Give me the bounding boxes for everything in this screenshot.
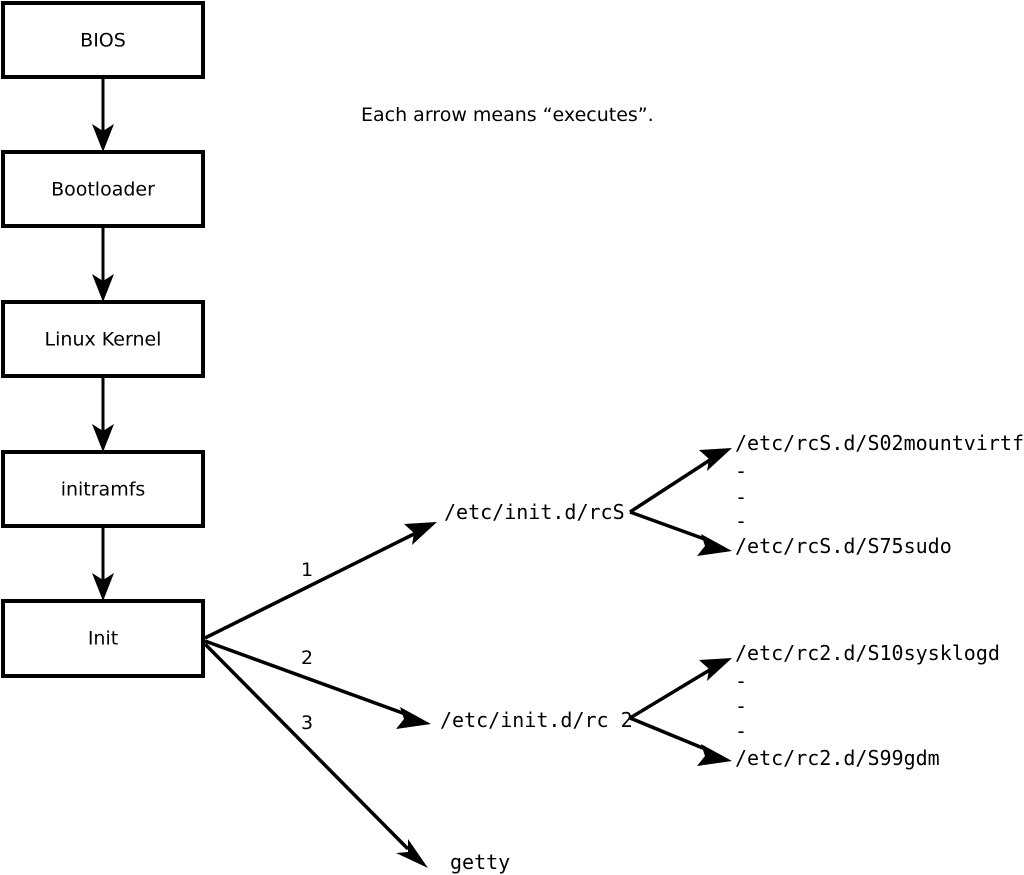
init-label: Init: [88, 628, 118, 650]
arrow-init-to-rcs: [204, 522, 437, 640]
edge-number-2: 2: [301, 647, 313, 669]
node-bios[interactable]: BIOS: [1, 1, 205, 79]
arrow-init-to-rc2: [204, 639, 431, 729]
rc2-ellipsis-dash-1: -: [735, 669, 747, 693]
rc2-ellipsis-dash-2: -: [735, 694, 747, 718]
label-init-d-rcs: /etc/init.d/rcS: [444, 500, 625, 524]
bootloader-label: Bootloader: [51, 179, 155, 201]
node-init[interactable]: Init: [1, 599, 205, 678]
initramfs-label: initramfs: [61, 479, 146, 501]
initramfs-box: [1, 450, 205, 528]
arrow-kernel-to-initramfs: [92, 376, 114, 452]
label-rcs-script-last: /etc/rcS.d/S75sudo: [735, 534, 952, 558]
node-initramfs[interactable]: initramfs: [1, 450, 205, 528]
arrow-initramfs-to-init: [92, 526, 114, 601]
bios-label: BIOS: [80, 30, 126, 52]
diagram-note: Each arrow means “executes”.: [361, 104, 654, 126]
arrow-rcs-to-last-script: [629, 510, 732, 556]
arrow-bios-to-bootloader: [92, 77, 114, 152]
label-getty: getty: [450, 850, 510, 874]
arrow-rc2-to-first-script: [629, 658, 732, 720]
rcs-ellipsis-dash-3: -: [735, 509, 747, 533]
node-linux-kernel[interactable]: Linux Kernel: [1, 300, 205, 378]
label-rcs-script-first: /etc/rcS.d/S02mountvirtfs: [735, 431, 1024, 455]
bios-box: [1, 1, 205, 79]
edge-number-1: 1: [301, 559, 313, 581]
label-rc2-script-first: /etc/rc2.d/S10sysklogd: [735, 641, 1000, 665]
arrow-rcs-to-first-script: [629, 448, 732, 514]
arrow-init-to-getty: [203, 642, 428, 868]
label-init-d-rc2: /etc/init.d/rc 2: [440, 708, 633, 732]
arrow-rc2-to-last-script: [629, 716, 732, 766]
arrow-bootloader-to-kernel: [92, 226, 114, 302]
rc2-ellipsis-dash-3: -: [735, 719, 747, 743]
label-rc2-script-last: /etc/rc2.d/S99gdm: [735, 746, 940, 770]
node-bootloader[interactable]: Bootloader: [1, 150, 205, 228]
rcs-ellipsis-dash-1: -: [735, 459, 747, 483]
rcs-ellipsis-dash-2: -: [735, 485, 747, 509]
linux-kernel-label: Linux Kernel: [45, 329, 162, 351]
edge-number-3: 3: [301, 712, 313, 734]
